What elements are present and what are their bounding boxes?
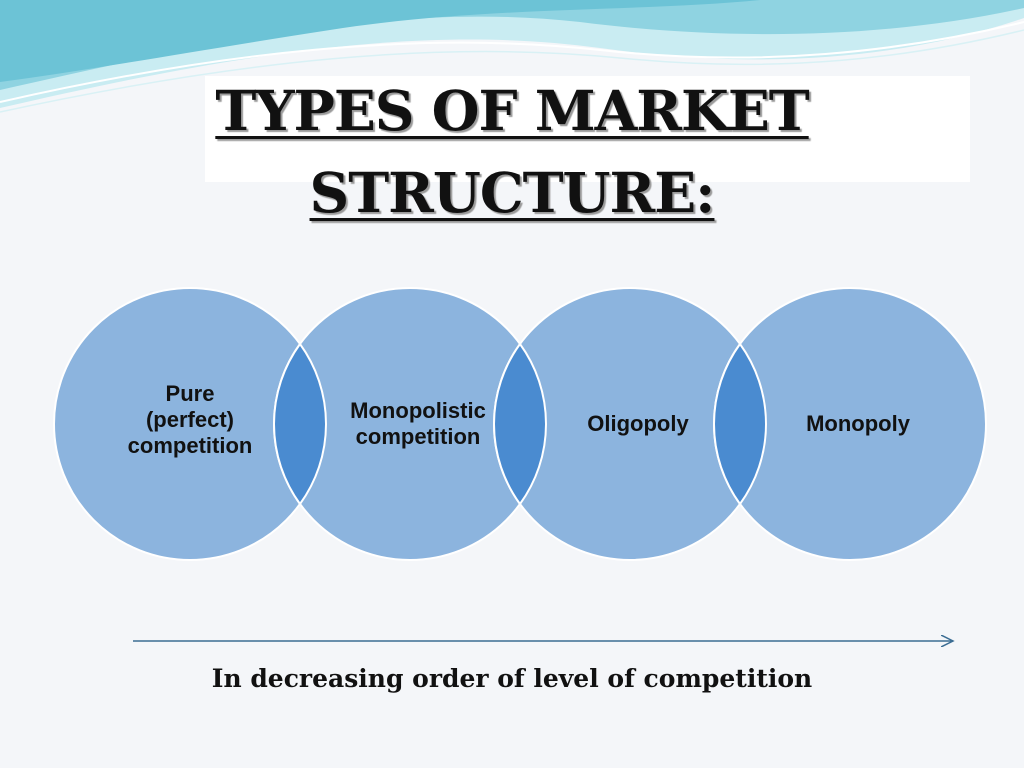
arrow-caption: In decreasing order of level of competit… xyxy=(211,664,813,693)
circle-overlap-2 xyxy=(493,342,547,506)
slide-title-line-1: TYPES OF MARKET xyxy=(215,78,809,143)
stage-label-monopolistic-competition: Monopolistic competition xyxy=(350,398,486,449)
circle-overlap-3 xyxy=(713,342,767,506)
stage-label-monopoly: Monopoly xyxy=(806,411,910,436)
slide-title-line-2: STRUCTURE: xyxy=(309,160,716,225)
title-backdrop xyxy=(205,76,970,182)
header-wave-decoration xyxy=(0,0,1024,113)
circle-overlap-1 xyxy=(273,342,327,506)
stage-label-oligopoly: Oligopoly xyxy=(587,411,689,436)
stage-label-pure-competition: Pure (perfect) competition xyxy=(127,381,253,458)
